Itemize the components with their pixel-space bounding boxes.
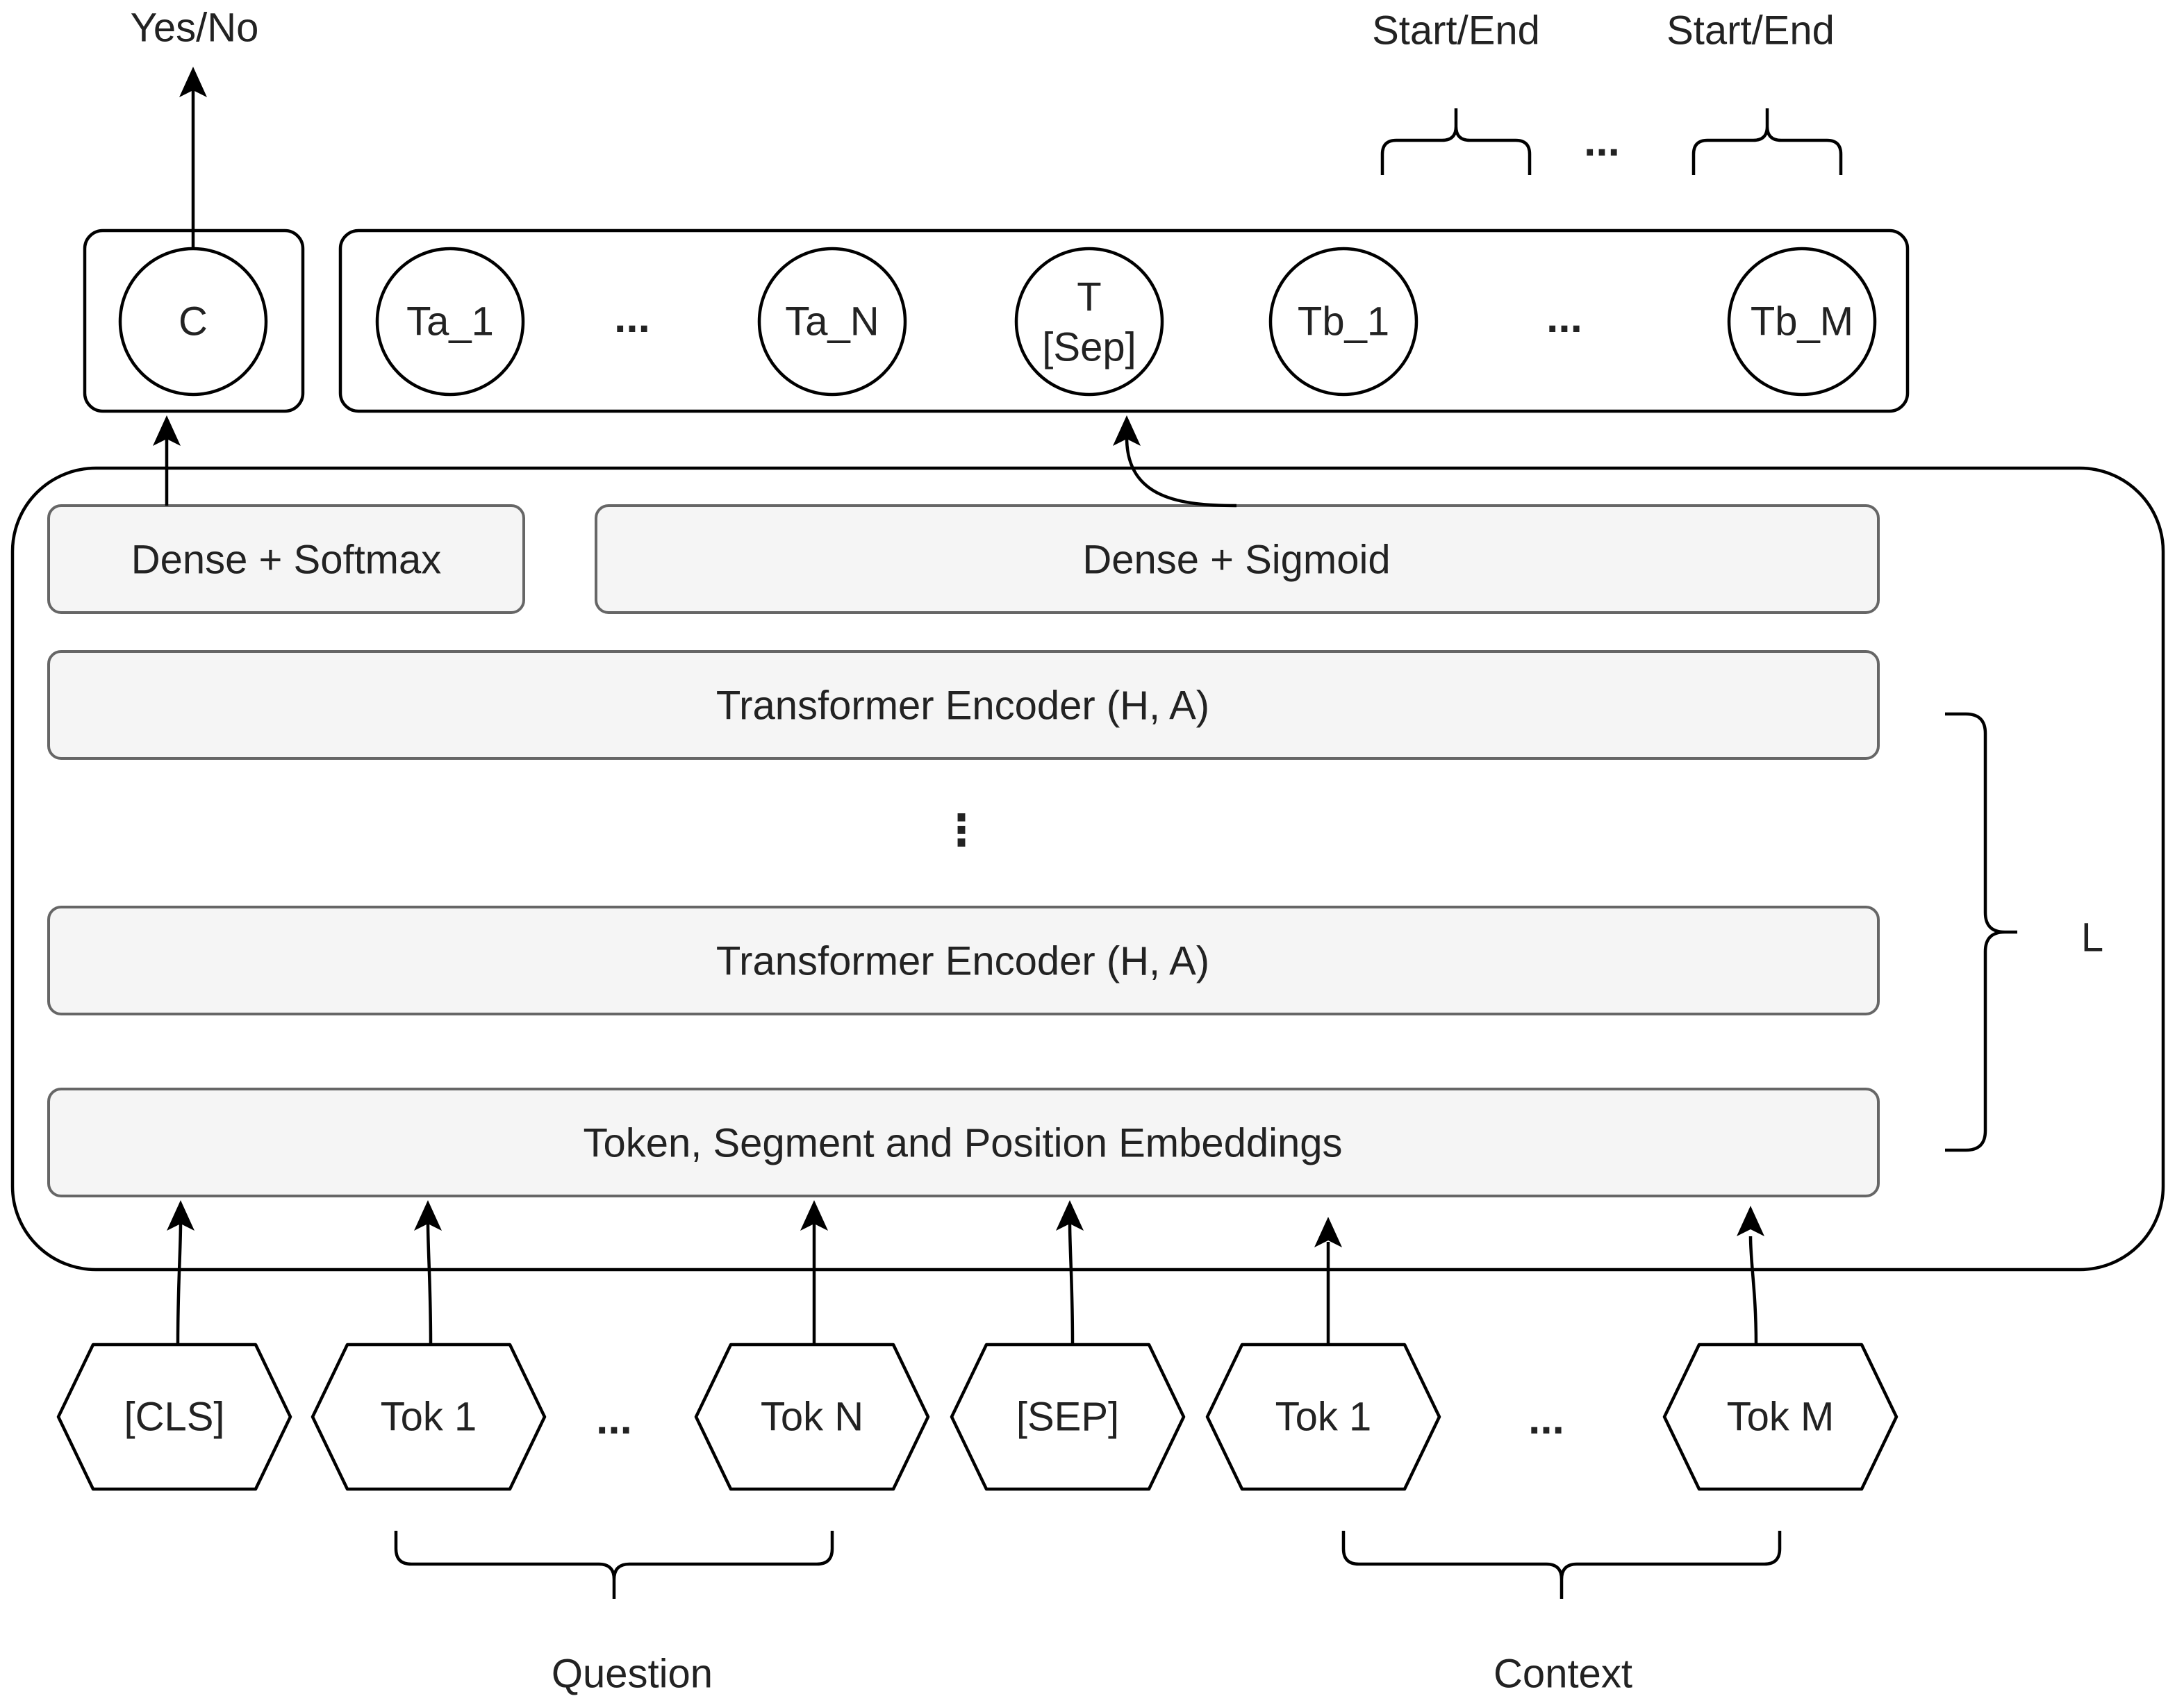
encoder-vertical-dots: ⋮ [940, 807, 983, 855]
arrow-qtokn-head [800, 1200, 828, 1231]
question-label: Question [552, 1652, 713, 1697]
output-node-tb-1-label: Tb_1 [1298, 299, 1389, 344]
output-node-ta-n [757, 247, 907, 397]
input-token-question-n-label: Tok N [761, 1395, 863, 1440]
input-dots-question: ... [596, 1395, 632, 1443]
arrow-ctokm-head [1737, 1206, 1764, 1236]
output-dots-b: ... [1546, 294, 1582, 342]
input-token-cls-label: [CLS] [124, 1395, 224, 1440]
input-token-sep [950, 1343, 1186, 1491]
input-token-question-1 [311, 1343, 547, 1491]
arrow-sep-to-embeddings [1068, 1222, 1075, 1345]
input-token-cls [56, 1343, 292, 1491]
output-node-ta-n-label: Ta_N [785, 299, 879, 344]
output-node-t-sep-label-1: T [1077, 275, 1101, 320]
dense-sigmoid-layer [595, 504, 1880, 614]
model-container [10, 466, 2165, 1272]
start-end-dots: ... [1584, 117, 1620, 165]
input-token-question-n [694, 1343, 930, 1491]
embeddings-layer [47, 1088, 1880, 1197]
yes-no-label: Yes/No [131, 6, 259, 51]
sigmoid-to-tokens-arrow-line [1125, 437, 1237, 508]
output-node-tb-1 [1268, 247, 1418, 397]
arrow-ctok1-head [1314, 1217, 1342, 1247]
output-node-c-label: C [179, 299, 208, 344]
context-label: Context [1494, 1652, 1632, 1697]
arrow-sep-head [1056, 1200, 1084, 1231]
output-node-t-sep [1014, 247, 1164, 397]
transformer-encoder-top [47, 650, 1880, 760]
transformer-encoder-bottom [47, 906, 1880, 1015]
start-end-label-1: Start/End [1372, 8, 1540, 53]
sigmoid-to-tokens-arrowhead [1113, 415, 1141, 446]
arrow-qtok1-head [414, 1200, 442, 1231]
transformer-encoder-bottom-label: Transformer Encoder (H, A) [716, 939, 1209, 984]
input-token-context-m-label: Tok M [1727, 1395, 1835, 1440]
input-dots-context: ... [1528, 1395, 1564, 1443]
transformer-encoder-top-label: Transformer Encoder (H, A) [716, 683, 1209, 729]
output-node-tb-m-label: Tb_M [1751, 299, 1853, 344]
arrow-ctokm-to-embeddings [1748, 1236, 1758, 1345]
input-token-question-1-label: Tok 1 [381, 1395, 477, 1440]
output-node-t-sep-label-2: [Sep] [1042, 325, 1136, 370]
input-token-context-1 [1205, 1343, 1441, 1491]
input-token-context-1-label: Tok 1 [1275, 1395, 1372, 1440]
yes-no-arrowhead [179, 67, 207, 97]
output-dots-a: ... [614, 294, 650, 342]
arrow-cls-to-embeddings [176, 1222, 183, 1345]
embeddings-label: Token, Segment and Position Embeddings [583, 1121, 1342, 1166]
output-node-tb-m [1727, 247, 1877, 397]
arrow-qtok1-to-embeddings [426, 1222, 433, 1345]
question-brace [394, 1531, 834, 1599]
start-end-brace-1 [1380, 108, 1532, 175]
dense-softmax-layer [47, 504, 525, 614]
start-end-label-2: Start/End [1666, 8, 1835, 53]
dense-sigmoid-label: Dense + Sigmoid [1082, 538, 1390, 583]
layers-brace [1945, 712, 2017, 1152]
context-brace [1341, 1531, 1782, 1599]
input-token-sep-label: [SEP] [1016, 1395, 1119, 1440]
layers-count-label: L [2081, 915, 2103, 961]
arrow-cls-head [167, 1200, 195, 1231]
output-node-ta-1-label: Ta_1 [406, 299, 494, 344]
token-output-box [338, 229, 1910, 413]
input-token-context-m [1662, 1343, 1898, 1491]
start-end-brace-2 [1691, 108, 1843, 175]
output-node-ta-1 [375, 247, 525, 397]
dense-softmax-label: Dense + Softmax [131, 538, 442, 583]
softmax-to-c-arrowhead [153, 415, 181, 446]
